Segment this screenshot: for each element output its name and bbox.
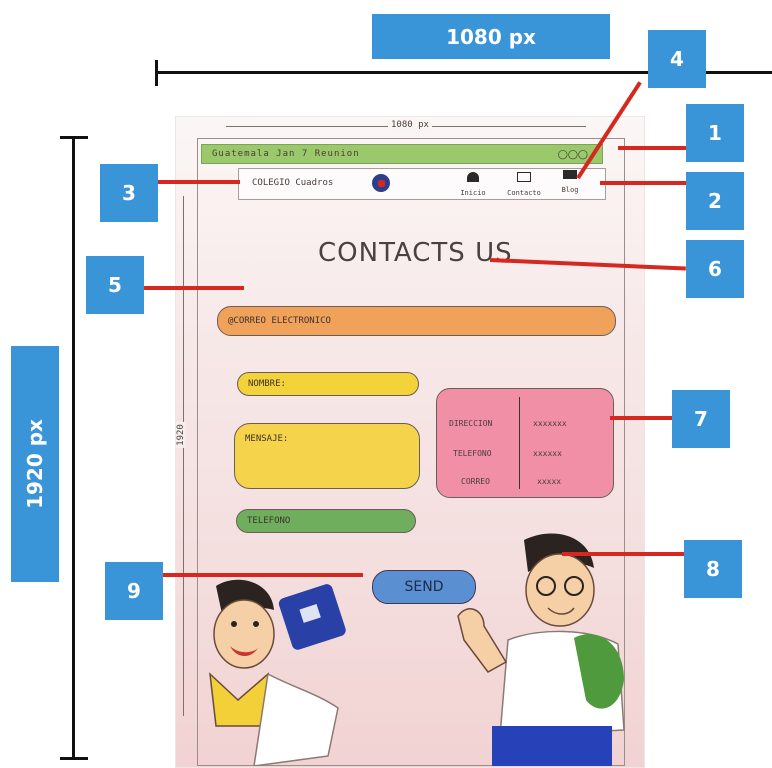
info-label-email: CORREO (461, 477, 490, 486)
info-value-phone: xxxxxx (533, 449, 562, 458)
nav-item-home[interactable]: Inicio (458, 172, 488, 200)
width-dimension-label: 1080 px (372, 14, 610, 59)
info-card-divider (519, 397, 520, 489)
name-input[interactable]: NOMBRE: (237, 372, 419, 396)
phone-placeholder: TELEFONO (247, 516, 291, 526)
name-placeholder: NOMBRE: (248, 379, 286, 389)
callout-9-label: 9 (127, 579, 141, 603)
nav-label-blog: Blog (561, 186, 579, 194)
callout-5-label: 5 (108, 273, 122, 297)
callout-3-label: 3 (122, 181, 136, 205)
inner-width-label: 1080 px (388, 120, 432, 130)
boy-with-glasses-illustration (457, 533, 625, 766)
nav-item-contact[interactable]: Contacto (506, 172, 542, 200)
contact-icon (517, 172, 531, 182)
email-placeholder: @CORREO ELECTRONICO (228, 316, 331, 326)
site-logo-text: COLEGIO Cuadros (252, 178, 334, 188)
callout-5: 5 (86, 256, 144, 314)
contact-title: CONTACTS US (318, 238, 513, 268)
callout-1-label: 1 (708, 121, 722, 145)
height-dimension-text: 1920 px (23, 419, 47, 509)
leader-1 (618, 146, 686, 150)
message-textarea[interactable]: MENSAJE: (234, 423, 420, 489)
callout-8: 8 (684, 540, 742, 598)
info-label-phone: TELEFONO (453, 449, 492, 458)
leader-8 (562, 552, 684, 556)
blog-icon (563, 170, 577, 179)
leader-5 (144, 286, 244, 290)
callout-3: 3 (100, 164, 158, 222)
leader-2 (600, 181, 686, 185)
nav-item-blog[interactable]: Blog (556, 170, 584, 197)
social-icons: ◯◯◯ (557, 148, 588, 159)
message-placeholder: MENSAJE: (245, 434, 289, 444)
email-input[interactable]: @CORREO ELECTRONICO (217, 306, 616, 336)
height-dimension-line (72, 137, 75, 759)
shield-logo-icon (372, 174, 390, 192)
phone-input[interactable]: TELEFONO (236, 509, 416, 533)
callout-4: 4 (648, 30, 706, 88)
home-icon (467, 172, 479, 182)
callout-1: 1 (686, 104, 744, 162)
leader-7 (610, 416, 672, 420)
header-nav-bar (238, 168, 606, 200)
top-bar-text: Guatemala Jan 7 Reunion (212, 149, 360, 159)
contact-info-card: DIRECCION TELEFONO CORREO xxxxxxx xxxxxx… (436, 388, 614, 498)
callout-4-label: 4 (670, 47, 684, 71)
callout-9: 9 (105, 562, 163, 620)
callout-2-label: 2 (708, 189, 722, 213)
callout-7-label: 7 (694, 407, 708, 431)
width-dimension-tick (155, 60, 158, 86)
callout-6-label: 6 (708, 257, 722, 281)
boy-with-book-illustration (209, 579, 346, 766)
nav-label-home: Inicio (460, 189, 486, 197)
info-value-email: xxxxx (537, 477, 562, 486)
width-dimension-text: 1080 px (446, 24, 536, 49)
top-info-bar: Guatemala Jan 7 Reunion ◯◯◯ (201, 144, 603, 164)
send-button[interactable]: SEND (372, 570, 476, 604)
height-dimension-tick-bottom (60, 757, 88, 760)
leader-9 (163, 573, 363, 577)
info-value-address: xxxxxxx (533, 419, 567, 428)
nav-label-contact: Contacto (507, 189, 541, 197)
height-dimension-label: 1920 px (11, 346, 59, 582)
sketch-frame (197, 138, 625, 766)
info-label-address: DIRECCION (449, 419, 493, 428)
inner-height-label: 1920 (175, 422, 186, 448)
callout-6: 6 (686, 240, 744, 298)
height-dimension-tick-top (60, 136, 88, 139)
send-button-label: SEND (404, 579, 444, 595)
leader-3 (158, 180, 240, 184)
width-dimension-line (156, 71, 772, 74)
callout-2: 2 (686, 172, 744, 230)
callout-8-label: 8 (706, 557, 720, 581)
callout-7: 7 (672, 390, 730, 448)
inner-height-line (183, 196, 184, 716)
